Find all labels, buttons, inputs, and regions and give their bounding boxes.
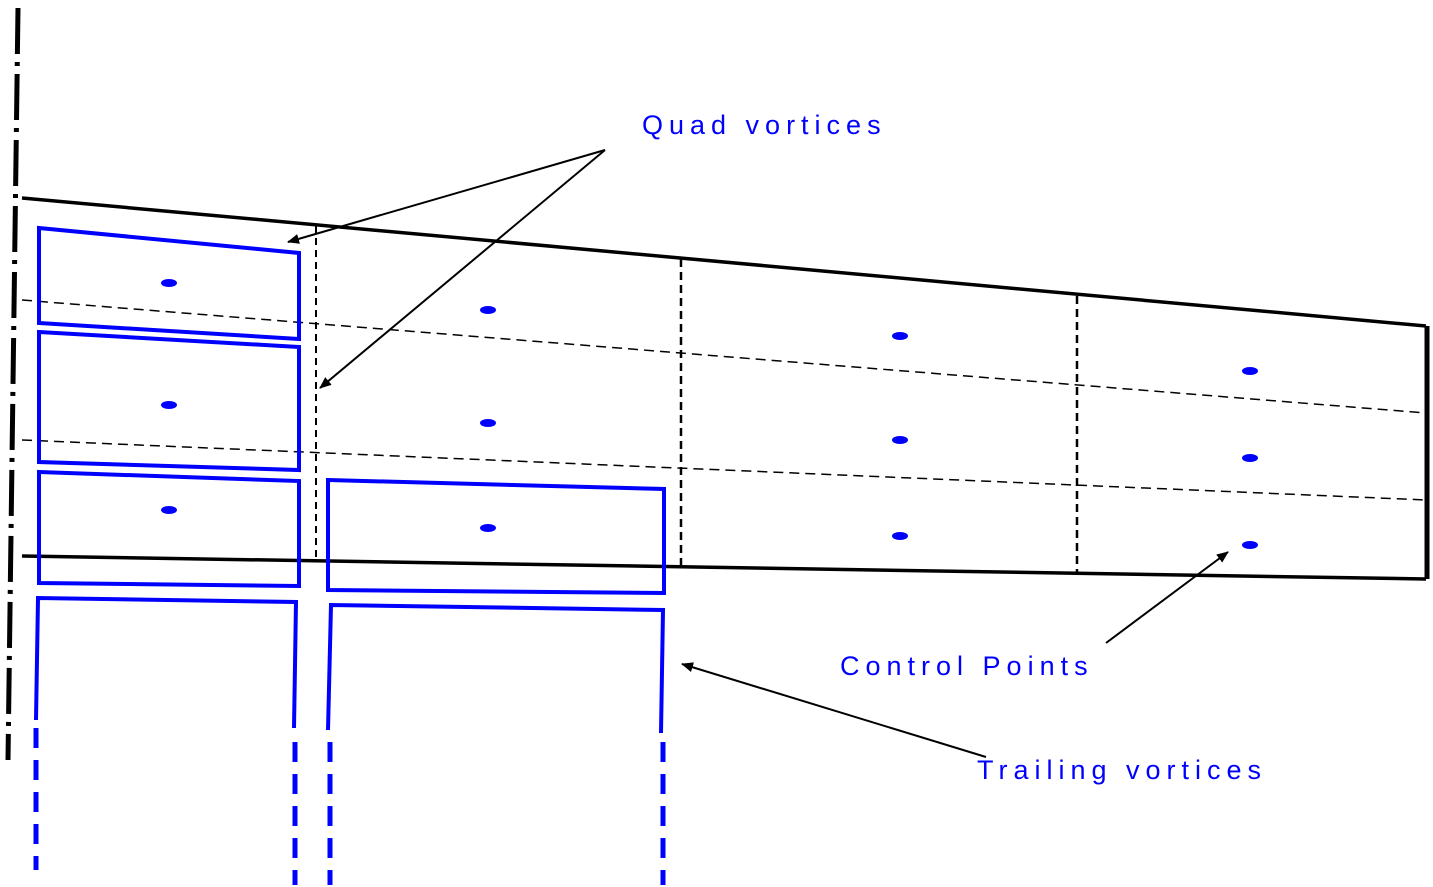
quad-vortex-ring xyxy=(37,329,301,473)
quad-vortex-ring xyxy=(326,477,666,596)
control-point xyxy=(480,419,496,427)
quad-vortices-arrow xyxy=(319,149,606,389)
trailing-edge xyxy=(21,554,1427,581)
symmetry-centerline xyxy=(5,7,21,761)
control-point xyxy=(892,436,908,444)
chordwise-division-lines xyxy=(21,299,1427,501)
trailing-vortices-arrow xyxy=(681,662,987,758)
control-points-label: Control Points xyxy=(840,651,1094,681)
quad-vortex-ring xyxy=(37,225,301,342)
control-point xyxy=(1242,454,1258,462)
control-points-arrow xyxy=(1105,551,1229,644)
control-point xyxy=(480,306,496,314)
trailing-vortex-horseshoe xyxy=(326,602,666,734)
control-point xyxy=(161,401,177,409)
control-point xyxy=(1242,541,1258,549)
spanwise-division-lines xyxy=(315,226,1079,572)
trailing-vortex-horseshoe xyxy=(34,595,299,729)
quad-vortices-label: Quad vortices xyxy=(642,110,887,140)
control-point xyxy=(480,524,496,532)
control-point xyxy=(161,279,177,287)
quad-vortex-ring xyxy=(37,469,301,589)
trailing-vortices xyxy=(33,595,666,885)
control-point xyxy=(1242,367,1258,375)
leading-edge xyxy=(21,196,1427,328)
quad-vortices-arrow xyxy=(287,149,606,244)
control-point xyxy=(892,532,908,540)
quad-vortex-rings xyxy=(37,225,666,596)
control-point xyxy=(892,332,908,340)
trailing-vortices-label: Trailing vortices xyxy=(977,755,1267,785)
wing-planform xyxy=(21,196,1430,581)
chordwise-division-line xyxy=(21,439,1427,501)
annotation-arrows xyxy=(287,149,1229,758)
control-points xyxy=(161,279,1258,549)
control-point xyxy=(161,506,177,514)
chordwise-division-line xyxy=(21,299,1427,414)
